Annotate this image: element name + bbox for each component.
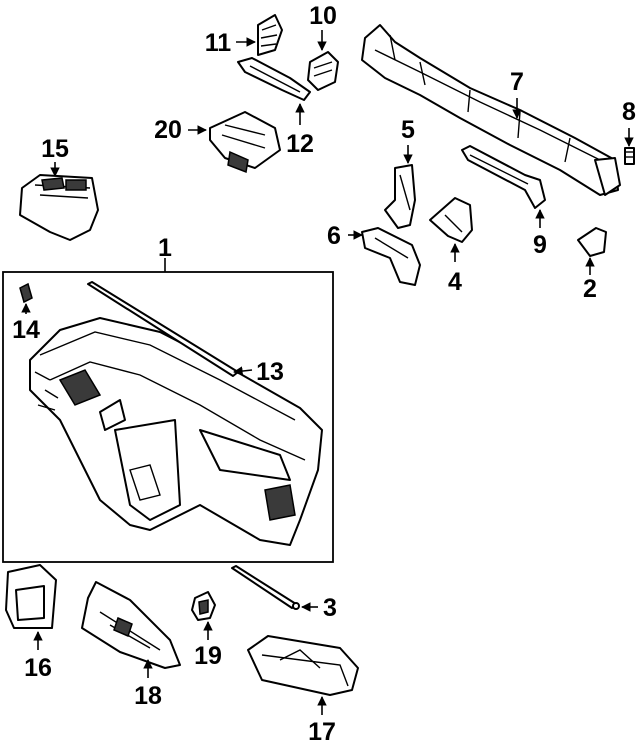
- part-12-duct: [237, 57, 311, 125]
- callout-8: 8: [622, 98, 636, 126]
- callout-5: 5: [401, 116, 415, 144]
- callout-10: 10: [309, 2, 337, 30]
- part-8-bolt: [624, 128, 635, 165]
- callout-15: 15: [41, 135, 69, 163]
- leader-13: [233, 366, 253, 376]
- instrument-panel-group: [2, 258, 334, 563]
- callout-16: 16: [24, 654, 52, 682]
- part-11-vent: [236, 14, 283, 56]
- callout-6: 6: [327, 222, 341, 250]
- part-3-cable: [231, 565, 318, 612]
- callout-20: 20: [154, 116, 182, 144]
- callout-labels: 1 2 3 4 5 6 7 8 9 10 11 12 13 14 15 16 1…: [12, 2, 636, 744]
- part-6-bracket: [348, 227, 421, 286]
- callout-18: 18: [134, 682, 162, 710]
- part-7-steering-member: [361, 24, 621, 196]
- part-19-switch: [191, 591, 216, 640]
- part-16-bezel: [5, 564, 57, 650]
- instrument-panel-illustration: [29, 281, 323, 546]
- part-20-airbag-module: [188, 111, 281, 174]
- callout-12: 12: [286, 130, 314, 158]
- callout-19: 19: [194, 642, 222, 670]
- callout-14: 14: [12, 316, 40, 344]
- part-18-lower-cover: [81, 581, 181, 678]
- callout-2: 2: [583, 275, 597, 303]
- assembly-frame: [2, 271, 334, 563]
- part-15-cluster-hood: [19, 162, 99, 241]
- part-5-bracket: [384, 145, 416, 229]
- part-2-bracket: [577, 227, 607, 275]
- callout-3: 3: [323, 594, 337, 622]
- part-10-vent: [307, 30, 339, 91]
- callout-4: 4: [448, 268, 462, 296]
- callout-11: 11: [205, 29, 232, 57]
- part-4-bracket: [429, 197, 473, 262]
- part-14-clip: [19, 282, 33, 314]
- callout-17: 17: [308, 718, 336, 744]
- callout-7: 7: [510, 68, 524, 96]
- callout-9: 9: [533, 231, 547, 259]
- callout-1: 1: [158, 234, 172, 262]
- part-9-brace: [461, 145, 546, 228]
- callout-13: 13: [256, 358, 284, 386]
- part-17-glove-box: [247, 635, 359, 715]
